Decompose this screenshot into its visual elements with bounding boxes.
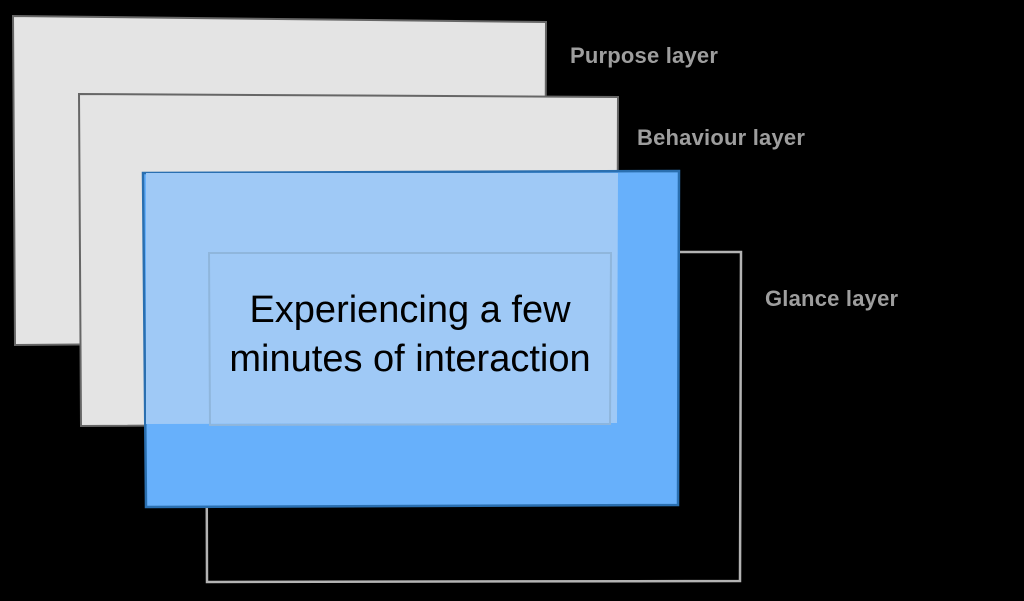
purpose-layer-label: Purpose layer: [570, 43, 719, 68]
glance-layer-label: Glance layer: [765, 286, 899, 311]
blue-behaviour-overlap-shape: [146, 173, 618, 424]
behaviour-layer-label: Behaviour layer: [637, 125, 806, 150]
inner-glance-outline-shape: [207, 252, 613, 427]
